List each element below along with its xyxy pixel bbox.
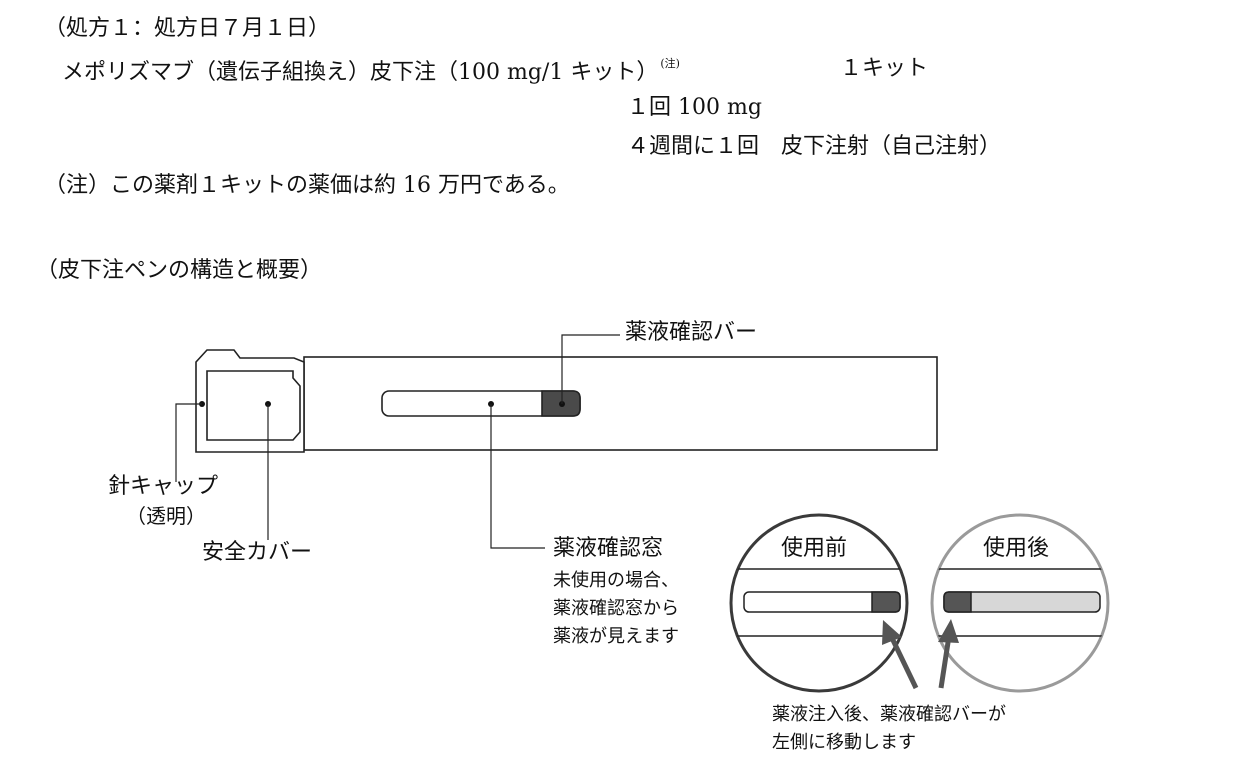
arrow-after-head bbox=[938, 619, 959, 643]
safety-cover bbox=[206, 370, 301, 441]
drug-name: メポリズマブ（遺伝子組換え）皮下注（100 mg/1 キット） bbox=[62, 60, 659, 85]
confirm-bar-leader bbox=[561, 334, 620, 404]
label-needle-cap: 針キャップ bbox=[108, 474, 219, 499]
after-bar bbox=[943, 591, 972, 613]
label-needle-cap-sub: （透明） bbox=[126, 504, 206, 528]
dose: １回 100 mg bbox=[627, 95, 762, 120]
drug-name-line: メポリズマブ（遺伝子組換え）皮下注（100 mg/1 キット）(注) bbox=[62, 58, 680, 84]
after-note-1: 薬液注入後、薬液確認バーが bbox=[772, 704, 1006, 725]
needle-cap-leader bbox=[175, 403, 202, 482]
arrow-after-shaft bbox=[938, 635, 952, 689]
window-desc-2: 薬液確認窓から bbox=[553, 598, 679, 619]
footnote: （注）この薬剤１キットの薬価は約 16 万円である。 bbox=[44, 173, 570, 198]
label-confirm-window: 薬液確認窓 bbox=[553, 536, 664, 561]
label-before-use: 使用前 bbox=[781, 536, 848, 561]
drug-quantity: １キット bbox=[840, 56, 929, 81]
after-note-2: 左側に移動します bbox=[772, 732, 916, 753]
prescription-header: （処方１：処方日７月１日） bbox=[44, 16, 331, 41]
arrow-before-shaft bbox=[888, 634, 919, 690]
arrow-before-head bbox=[882, 620, 902, 645]
note-marker: (注) bbox=[660, 57, 680, 70]
label-safety-cover: 安全カバー bbox=[202, 540, 313, 565]
schedule: ４週間に１回 皮下注射（自己注射） bbox=[627, 134, 1002, 159]
label-after-use: 使用後 bbox=[983, 536, 1050, 561]
window-desc-3: 薬液が見えます bbox=[553, 626, 679, 647]
section-title: （皮下注ペンの構造と概要） bbox=[36, 258, 323, 283]
window-desc-1: 未使用の場合、 bbox=[553, 570, 679, 591]
confirm-window-leader bbox=[490, 404, 545, 549]
label-confirm-bar: 薬液確認バー bbox=[625, 320, 758, 345]
before-bar bbox=[871, 591, 901, 613]
